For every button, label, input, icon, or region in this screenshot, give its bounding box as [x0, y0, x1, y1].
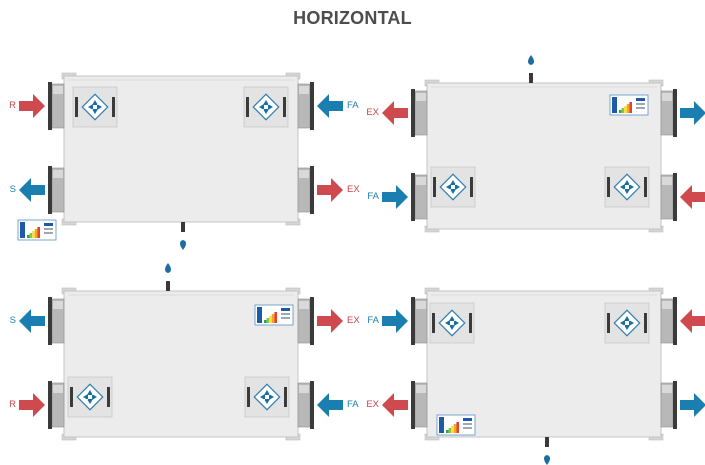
unit-drawing	[17, 72, 343, 250]
unit-configuration-1: R FA S EX	[0, 45, 360, 265]
fan-icon	[243, 86, 289, 128]
duct-collar	[411, 89, 428, 137]
airflow-arrow-fa	[382, 309, 408, 333]
duct-collar	[411, 173, 428, 221]
energy-label-icon	[17, 219, 57, 241]
port-label-fa: FA	[347, 100, 359, 111]
duct-collar	[297, 381, 314, 429]
airflow-arrow-fa	[382, 185, 408, 209]
airflow-arrow-ex	[382, 393, 408, 417]
duct-collar	[660, 297, 677, 345]
port-label-ex: EX	[347, 315, 360, 326]
duct-collar	[297, 297, 314, 345]
water-drop-icon	[180, 240, 186, 250]
unit-configuration-3: S EX R FA	[0, 245, 360, 465]
water-drop-icon	[165, 263, 171, 273]
port-label-fa: FA	[367, 191, 379, 202]
fan-icon	[429, 302, 475, 344]
port-label-s: S	[9, 315, 16, 326]
airflow-arrow-s	[19, 309, 45, 333]
port-label-s: S	[9, 184, 16, 195]
airflow-arrow-fa	[317, 393, 343, 417]
fan-icon	[604, 302, 650, 344]
unit-drawing	[19, 263, 343, 441]
fan-icon	[430, 166, 476, 208]
unit-drawing	[382, 55, 705, 233]
duct-collar	[297, 166, 314, 214]
water-drop-icon	[544, 455, 550, 465]
duct-collar	[48, 381, 65, 429]
duct-collar	[297, 82, 314, 130]
duct-collar	[660, 89, 677, 137]
airflow-arrow-ex	[317, 309, 343, 333]
port-label-r: R	[9, 100, 16, 111]
drain-pipe	[545, 437, 549, 447]
port-label-r: R	[9, 399, 16, 410]
duct-collar	[411, 297, 428, 345]
unit-configuration-2: EXSFAR	[352, 45, 705, 265]
port-label-ex: EX	[366, 399, 379, 410]
drain-pipe	[166, 281, 170, 291]
energy-label-icon	[436, 414, 476, 436]
airflow-arrow-ex	[317, 178, 343, 202]
water-drop-icon	[528, 55, 534, 65]
airflow-arrow-r	[680, 309, 705, 333]
drain-pipe	[181, 222, 185, 232]
fan-icon	[67, 376, 113, 418]
unit-drawing	[382, 287, 705, 465]
energy-label-icon	[609, 94, 649, 116]
fan-icon	[604, 166, 650, 208]
airflow-arrow-s	[680, 101, 705, 125]
airflow-arrow-s	[680, 393, 705, 417]
airflow-arrow-r	[680, 185, 705, 209]
energy-label-icon	[254, 304, 294, 326]
diagram-title: HORIZONTAL	[293, 8, 412, 28]
airflow-arrow-r	[19, 94, 45, 118]
airflow-arrow-r	[19, 393, 45, 417]
duct-collar	[660, 173, 677, 221]
duct-collar	[411, 381, 428, 429]
duct-collar	[48, 82, 65, 130]
airflow-arrow-ex	[382, 101, 408, 125]
fan-icon	[72, 86, 118, 128]
airflow-arrow-s	[19, 178, 45, 202]
port-label-ex: EX	[366, 107, 379, 118]
port-label-fa: FA	[347, 399, 359, 410]
unit-configuration-4: FAREXS	[352, 245, 705, 465]
fan-icon	[244, 376, 290, 418]
port-label-fa: FA	[367, 315, 379, 326]
duct-collar	[48, 297, 65, 345]
airflow-arrow-fa	[317, 94, 343, 118]
duct-collar	[660, 381, 677, 429]
port-label-ex: EX	[347, 184, 360, 195]
drain-pipe	[529, 73, 533, 83]
duct-collar	[48, 166, 65, 214]
